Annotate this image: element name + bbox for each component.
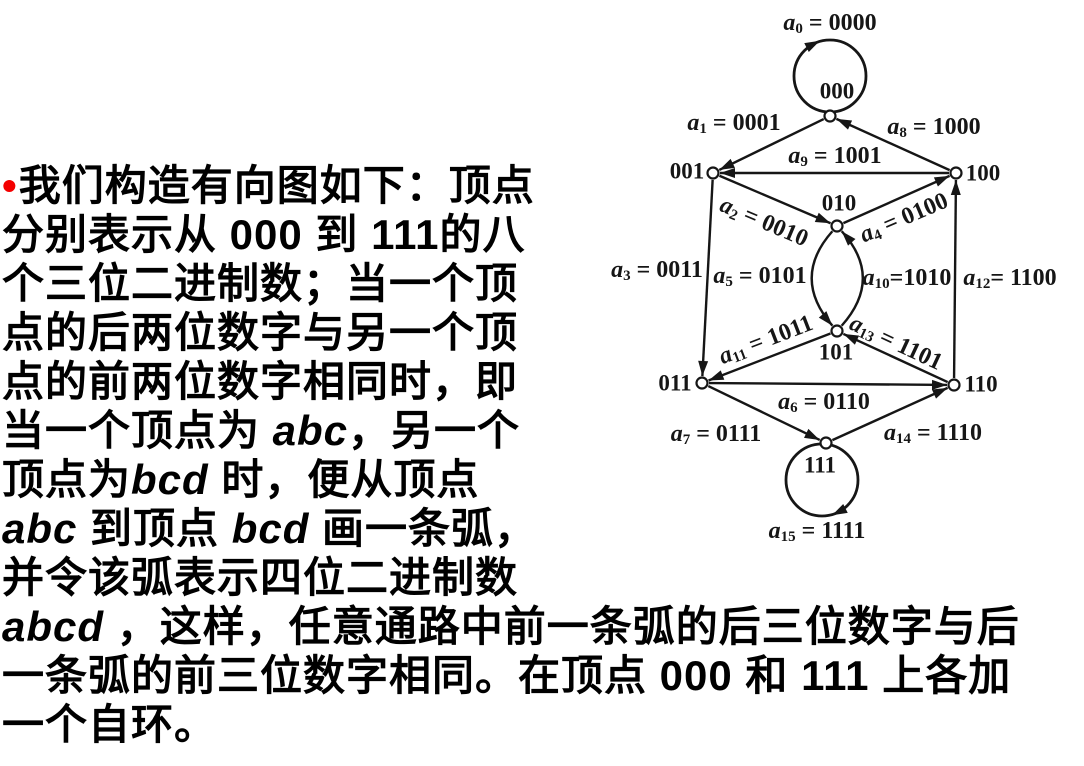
text-run: 顶点为 — [2, 456, 132, 503]
edge-a8-arrowhead — [836, 118, 853, 130]
edge-a4-arrowhead — [933, 175, 950, 187]
paragraph-line-5: 点的前两位数字相同时，即 — [2, 357, 1084, 406]
edge-a7 — [707, 384, 821, 442]
edge-a6-arrowhead — [931, 379, 948, 390]
edge-a1-arrowhead — [719, 158, 735, 170]
edge-a14-arrowhead — [931, 387, 948, 399]
edge-a8 — [835, 117, 951, 172]
vertex-label-110: 110 — [964, 372, 997, 397]
paragraph-line-11: 一条弧的前三位数字相同。在顶点 000 和 111 上各加 — [2, 651, 1084, 700]
vertex-011 — [695, 376, 709, 390]
vertex-110 — [947, 378, 961, 392]
text-run: ，这样，任意通路中前一条弧的后三位数字与后 — [104, 603, 1020, 650]
paragraph-line-7: 顶点为bcd 时，便从顶点 — [2, 455, 1084, 504]
edge-a11 — [708, 332, 831, 382]
edge-a5-label: a5 = 0101 — [713, 263, 806, 290]
paragraph-line-2: 分别表示从 000 到 111的八 — [2, 210, 1084, 259]
edge-a6-label: a6 = 0110 — [778, 389, 870, 416]
edge-a2 — [718, 174, 832, 225]
paragraph-line-10: abcd ，这样，任意通路中前一条弧的后三位数字与后 — [2, 602, 1084, 651]
edge-a14 — [831, 386, 949, 442]
edge-a9-label: a9 = 1001 — [788, 143, 881, 170]
paragraph-line-12: 一个自环。 — [2, 700, 1084, 749]
text-run: 个三位二进制数；当一个顶 — [2, 260, 519, 307]
edge-a0-label: a0 = 0000 — [783, 10, 876, 37]
paragraph-line-3: 个三位二进制数；当一个顶 — [2, 259, 1084, 308]
vertex-101 — [830, 324, 844, 338]
vertex-label-000: 000 — [820, 79, 855, 104]
text-run: 我们构造有向图如下：顶点 — [18, 162, 535, 209]
edge-a4 — [842, 174, 951, 225]
edge-a9-arrowhead — [720, 168, 735, 178]
edge-a14-label: a14 = 1110 — [884, 420, 982, 447]
text-run: 到顶点 — [77, 505, 232, 552]
vertex-label-100: 100 — [966, 161, 1001, 186]
edge-a15-label: a15 = 1111 — [769, 518, 866, 545]
math-var: abc — [272, 407, 349, 454]
vertex-100 — [949, 166, 963, 180]
vertex-010 — [830, 219, 844, 233]
paragraph-line-9: 并令该弧表示四位二进制数 — [2, 553, 1084, 602]
paragraph-line-1: •我们构造有向图如下：顶点 — [2, 161, 1084, 210]
math-var: abcd — [2, 603, 105, 650]
math-var: bcd — [231, 505, 310, 552]
edge-a13-arrowhead — [843, 333, 860, 345]
text-run: 画一条弧， — [309, 505, 538, 552]
bullet-marker: • — [2, 162, 18, 209]
edge-a5-arrowhead — [818, 311, 833, 326]
edge-a1 — [718, 117, 825, 172]
edge-a13 — [842, 332, 949, 384]
vertex-label-001: 001 — [670, 159, 705, 184]
text-run: 点的前两位数字相同时，即 — [2, 358, 519, 405]
edge-a11-arrowhead — [708, 370, 725, 381]
edge-a12-label: a12= 1100 — [963, 265, 1056, 292]
edge-a3 — [701, 179, 714, 377]
edge-a12 — [952, 179, 958, 379]
edge-a3-arrowhead — [698, 360, 709, 377]
edge-a7-arrowhead — [804, 428, 820, 440]
paragraph-line-8: abc 到顶点 bcd 画一条弧， — [2, 504, 1084, 553]
edge-a7-label: a7 = 0111 — [671, 421, 762, 448]
edge-a6 — [708, 381, 948, 387]
text-run: 并令该弧表示四位二进制数 — [2, 554, 519, 601]
text-run: 一个自环。 — [2, 701, 218, 748]
math-var: bcd — [131, 456, 209, 503]
vertex-001 — [706, 166, 720, 180]
paragraph-line-4: 点的后两位数字与另一个顶 — [2, 308, 1084, 357]
edge-a10-arrowhead — [841, 231, 856, 246]
edge-a3-label: a3 = 0011 — [611, 257, 703, 284]
edge-a0-arrowhead — [804, 40, 820, 53]
vertex-label-010: 010 — [822, 191, 857, 216]
edge-a10-label: a10=1010 — [863, 265, 952, 292]
text-run: 当一个顶点为 — [2, 407, 273, 454]
text-run: 时，便从顶点 — [208, 456, 480, 503]
vertex-label-111: 111 — [804, 453, 836, 478]
text-run: 点的后两位数字与另一个顶 — [2, 309, 519, 356]
vertex-label-011: 011 — [658, 371, 691, 396]
edge-a2-arrowhead — [814, 212, 831, 224]
text-run: 分别表示从 000 到 111的八 — [2, 211, 526, 258]
edge-a1-label: a1 = 0001 — [687, 110, 780, 137]
vertex-label-101: 101 — [819, 340, 854, 365]
math-var: abc — [2, 505, 78, 552]
vertex-111 — [819, 436, 833, 450]
edge-a8-label: a8 = 1000 — [887, 114, 980, 141]
edge-a15-arrowhead — [832, 503, 848, 516]
edge-a12-arrowhead — [950, 179, 961, 196]
vertex-000 — [823, 109, 837, 123]
paragraph: •我们构造有向图如下：顶点分别表示从 000 到 111的八个三位二进制数；当一… — [2, 161, 1084, 749]
text-run: ，另一个 — [348, 407, 521, 454]
text-run: 一条弧的前三位数字相同。在顶点 000 和 111 上各加 — [2, 652, 1012, 699]
paragraph-line-6: 当一个顶点为 abc，另一个 — [2, 406, 1084, 455]
